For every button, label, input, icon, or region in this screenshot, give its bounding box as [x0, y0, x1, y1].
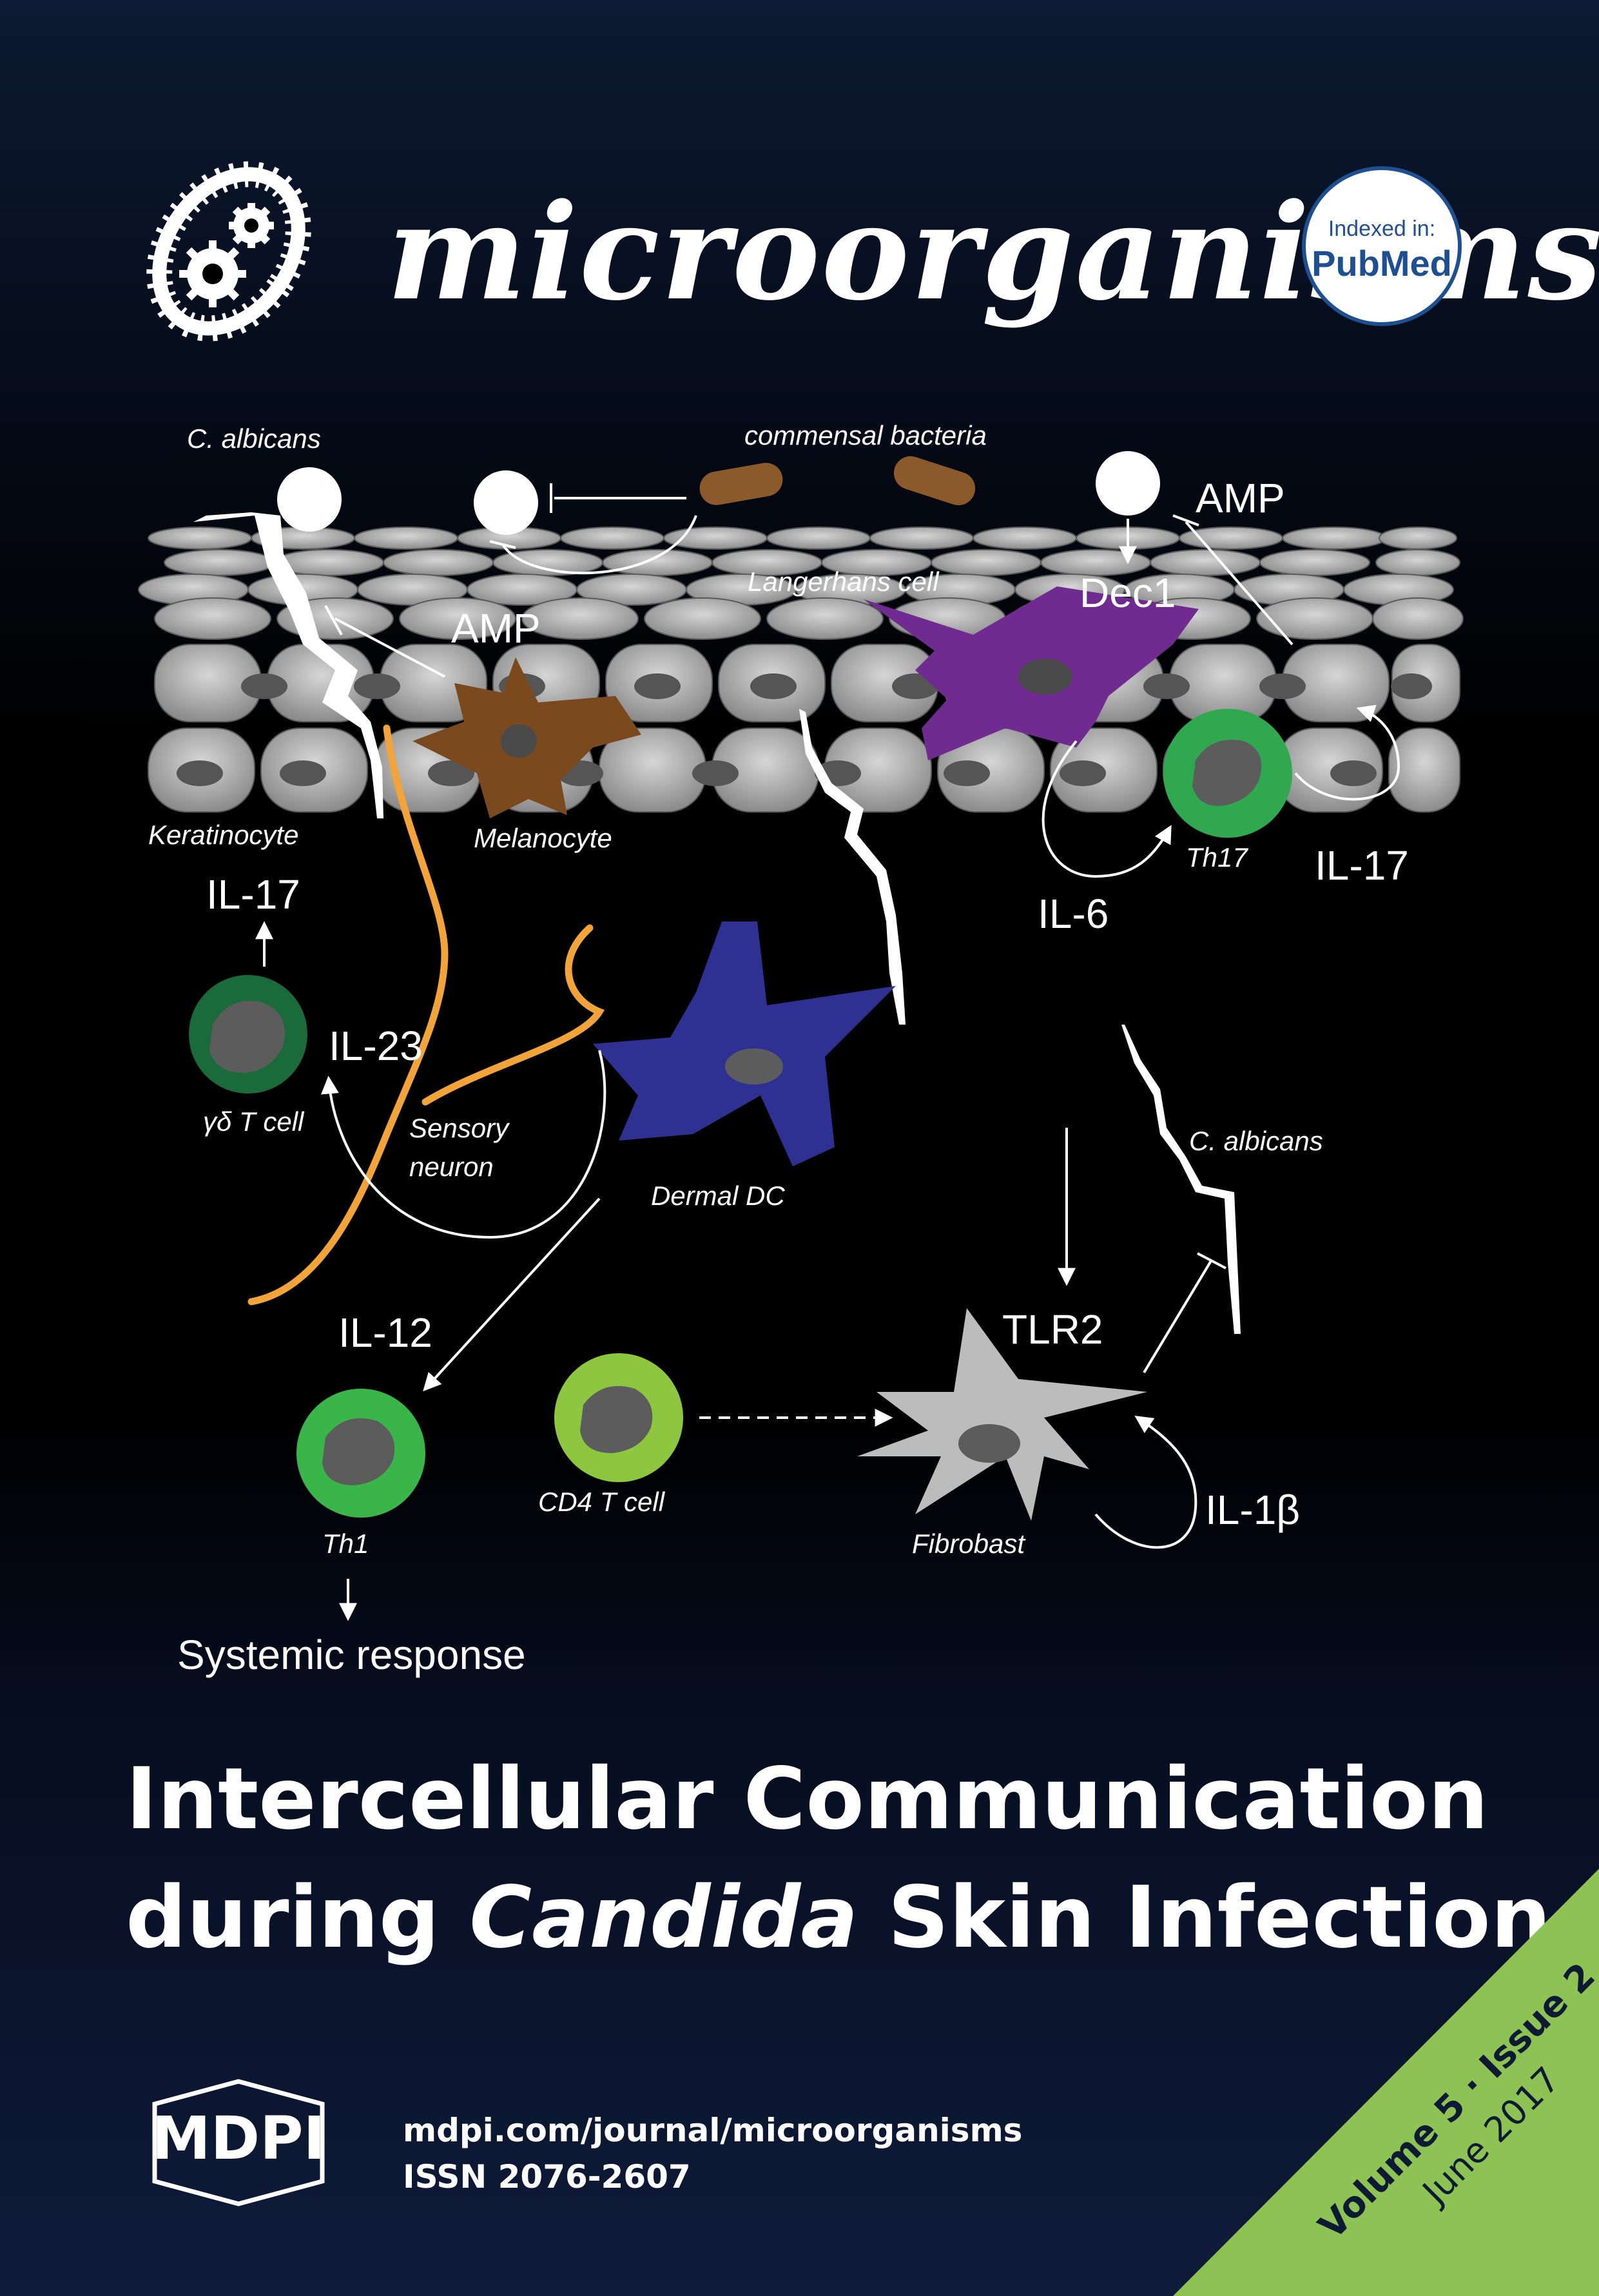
pubmed-label: PubMed: [1312, 243, 1452, 284]
label-th1: Th1: [322, 1529, 369, 1559]
label-c-albicans-top: C. albicans: [187, 423, 321, 454]
commensal-bacterium-2: [893, 456, 976, 506]
gamma-delta-t-cell: [189, 975, 307, 1094]
pubmed-badge[interactable]: Indexed in: PubMed: [1302, 166, 1462, 326]
label-il23: IL-23: [329, 1023, 423, 1069]
label-il17-left: IL-17: [206, 871, 300, 918]
label-systemic-response: Systemic response: [177, 1632, 526, 1678]
label-commensal-bacteria: commensal bacteria: [744, 420, 987, 450]
label-tlr2: TLR2: [1002, 1306, 1103, 1353]
label-sensory: Sensory: [409, 1113, 510, 1143]
article-title-line2: during Candida Skin Infection: [126, 1858, 1551, 1977]
journal-logo-icon: [146, 161, 311, 342]
il1b-arrow: [1094, 1415, 1197, 1549]
issn-label: ISSN 2076-2607: [403, 2158, 691, 2195]
label-langerhans-cell: Langerhans cell: [748, 566, 940, 597]
label-cd4-t-cell: CD4 T cell: [538, 1487, 666, 1517]
dermal-dc-cell: [593, 921, 896, 1166]
pubmed-indexed-label: Indexed in:: [1328, 217, 1436, 241]
label-il6: IL-6: [1038, 891, 1109, 937]
sensory-neuron: [247, 724, 605, 1306]
label-dec1: Dec1: [1080, 570, 1176, 616]
label-amp-right: AMP: [1196, 475, 1285, 521]
footer-info: mdpi.com/journal/microorganisms ISSN 207…: [403, 2107, 1022, 2200]
article-title-line1: Intercellular Communication: [126, 1750, 1489, 1849]
article-title: Intercellular Communication during Candi…: [126, 1740, 1551, 1977]
amp-right-inhibition: [1185, 521, 1294, 646]
article-title-line2-a: during: [126, 1868, 470, 1967]
c-albicans-hyphae: [193, 512, 1241, 1334]
il12-arrow: [423, 1197, 601, 1392]
il23-arrow: [321, 1050, 606, 1239]
label-fibroblast: Fibrobast: [912, 1529, 1026, 1559]
mdpi-logo-text: MDPI: [151, 2104, 325, 2173]
skin-infection-diagram: C. albicans commensal bacteria AMP AMP L…: [138, 420, 1464, 1678]
label-il12: IL-12: [338, 1309, 432, 1356]
journal-url-link[interactable]: mdpi.com/journal/microorganisms: [403, 2112, 1023, 2149]
label-melanocyte: Melanocyte: [474, 823, 612, 853]
label-th17: Th17: [1186, 842, 1248, 873]
label-gamma-delta-t-cell: γδ T cell: [203, 1106, 305, 1137]
article-title-line2-c: Skin Infection: [858, 1868, 1551, 1967]
c-albicans-yeast-1: [277, 467, 342, 532]
article-title-genus: Candida: [469, 1868, 858, 1967]
label-neuron: neuron: [409, 1152, 494, 1182]
fibroblast-cell: [857, 1308, 1147, 1521]
label-il1b: IL-1β: [1205, 1487, 1300, 1533]
label-amp-left: AMP: [451, 605, 541, 651]
amp-left-inhibition: [334, 617, 445, 678]
cd4-t-cell: [554, 1353, 683, 1482]
mdpi-logo[interactable]: MDPI: [129, 2078, 348, 2207]
il17-right-arrow: [1294, 704, 1400, 801]
c-albicans-yeast-3: [1096, 451, 1160, 516]
label-dermal-dc: Dermal DC: [651, 1181, 785, 1211]
th1-cell: [296, 1389, 425, 1518]
th17-cell: [1163, 709, 1292, 838]
fibroblast-inhibition: [1143, 1259, 1213, 1374]
melanocyte-cell: [412, 657, 641, 818]
commensal-bacterium-1: [699, 463, 783, 505]
label-keratinocyte: Keratinocyte: [148, 820, 298, 850]
c-albicans-yeast-2: [474, 470, 538, 535]
label-c-albicans-right: C. albicans: [1189, 1126, 1323, 1156]
langerhans-cell: [864, 586, 1199, 760]
label-il17-right: IL-17: [1315, 842, 1409, 889]
il6-arrow: [1042, 740, 1172, 878]
